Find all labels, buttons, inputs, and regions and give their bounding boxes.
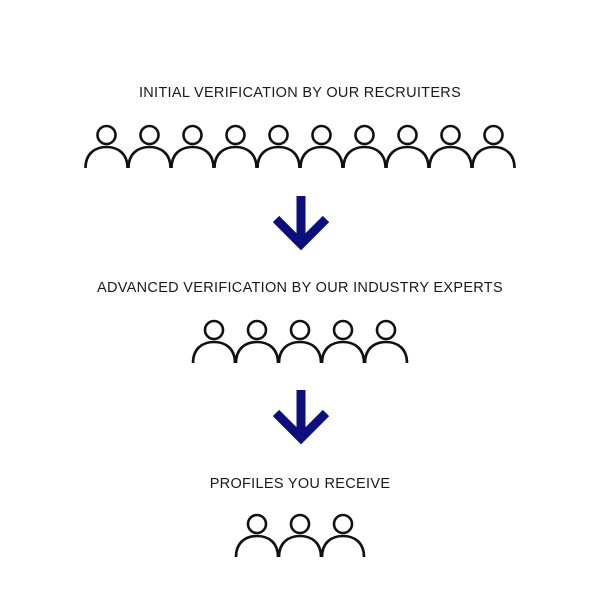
person-icon (213, 124, 258, 169)
stage-3-label: PROFILES YOU RECEIVE (209, 476, 391, 492)
person-icon (428, 124, 473, 169)
person-icon (191, 319, 237, 364)
person-icon (277, 513, 323, 558)
person-icon (170, 124, 215, 169)
arrow-down-icon (272, 196, 330, 251)
person-icon (363, 319, 409, 364)
person-icon (84, 124, 129, 169)
stage-2-people (191, 319, 409, 364)
stage-2-label: ADVANCED VERIFICATION BY OUR INDUSTRY EX… (97, 280, 503, 296)
stage-3-people (234, 513, 366, 558)
person-icon (277, 319, 323, 364)
person-icon (234, 513, 280, 558)
arrow-down-icon (272, 390, 330, 445)
stage-1-people (84, 124, 516, 169)
person-icon (256, 124, 301, 169)
person-icon (127, 124, 172, 169)
person-icon (234, 319, 280, 364)
stage-1-label: INITIAL VERIFICATION BY OUR RECRUITERS (138, 85, 462, 101)
person-icon (299, 124, 344, 169)
person-icon (385, 124, 430, 169)
person-icon (342, 124, 387, 169)
person-icon (471, 124, 516, 169)
person-icon (320, 513, 366, 558)
person-icon (320, 319, 366, 364)
